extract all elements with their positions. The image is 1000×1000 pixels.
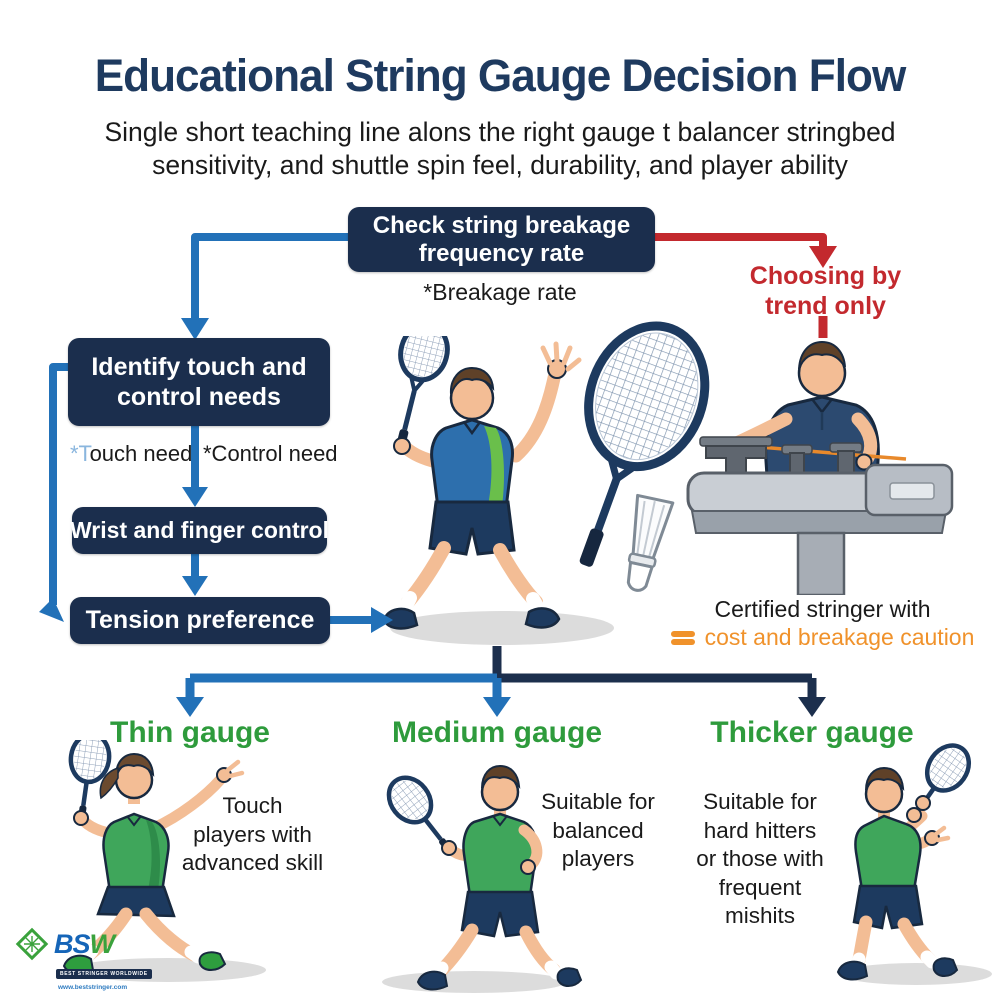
- racket-icon: [386, 775, 454, 855]
- bsw-logo: BSW BEST STRINGER WORLDWIDE www.beststri…: [14, 926, 164, 991]
- arrow-wrist-to-tension: [182, 554, 208, 596]
- shuttlecock-icon: [626, 493, 675, 592]
- page-title: Educational String Gauge Decision Flow: [94, 50, 907, 101]
- control-need-note: *Control need: [203, 441, 338, 466]
- medium-gauge-player-illustration: [382, 764, 583, 993]
- stringer-illustration: [686, 340, 954, 595]
- medium-gauge-heading: Medium gauge: [391, 716, 602, 749]
- racket-icon: [68, 740, 112, 824]
- page-subtitle: Single short teaching line alons the rig…: [104, 117, 896, 180]
- bsw-diamond-icon: [15, 927, 49, 961]
- bsw-logo-website: www.beststringer.com: [58, 984, 128, 991]
- arrow-identify-to-tension: [39, 363, 70, 622]
- breakage-rate-note: *Breakage rate: [423, 279, 577, 305]
- cost-icon: [670, 630, 697, 645]
- large-racket-icon: [579, 321, 710, 567]
- check-breakage-box[interactable]: Check string breakage frequency rate: [348, 207, 655, 272]
- thin-gauge-player-illustration: [62, 740, 266, 982]
- thin-gauge-heading: Thin gauge: [110, 716, 270, 749]
- arrow-check-to-identify: [181, 233, 350, 340]
- thicker-gauge-heading: Thicker gauge: [710, 716, 914, 749]
- stringer-caption-line2: cost and breakage caution: [655, 624, 990, 651]
- stringer-caption-line1: Certified stringer with: [714, 596, 931, 622]
- wrist-finger-control-box[interactable]: Wrist and finger control: [70, 507, 329, 554]
- bsw-logo-tagline: BEST STRINGER WORLDWIDE: [56, 969, 152, 979]
- touch-need-note: *Touch need: [70, 441, 193, 466]
- identify-touch-control-box[interactable]: Identify touch and control needs: [68, 338, 330, 426]
- tension-preference-box[interactable]: Tension preference: [70, 597, 330, 644]
- stringer-caution-text: cost and breakage caution: [704, 624, 975, 650]
- bsw-logo-name: BSW: [54, 928, 115, 959]
- racket-icon: [908, 743, 972, 824]
- center-player-illustration: [382, 336, 614, 645]
- branch-split-lines: [176, 646, 826, 717]
- thicker-gauge-player-illustration: [836, 743, 992, 985]
